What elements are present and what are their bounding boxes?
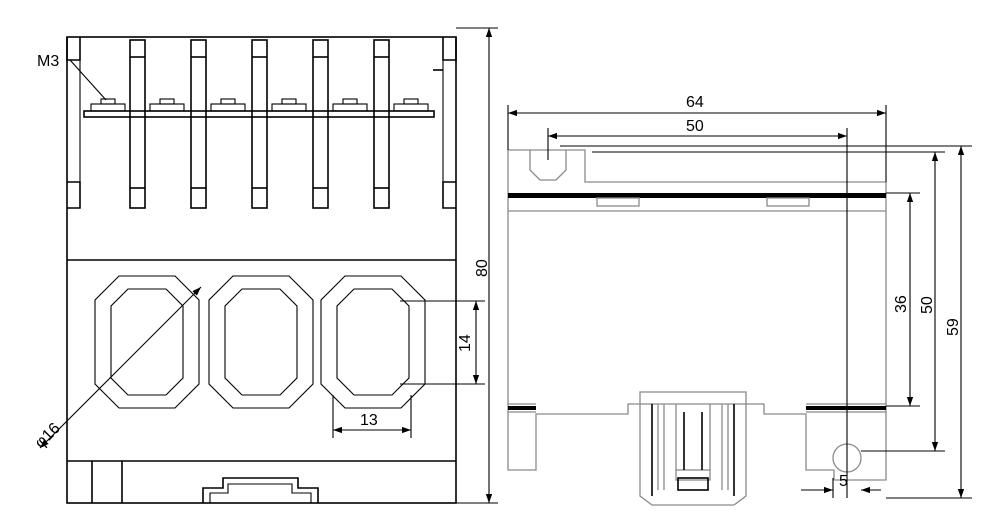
screw-icon — [393, 98, 429, 112]
overall-height-label: 80 — [474, 259, 491, 277]
front-body-outline — [66, 36, 457, 504]
side-overall-height-label: 59 — [945, 318, 962, 336]
terminal-fin — [251, 39, 268, 209]
window-height-label: 14 — [457, 334, 474, 352]
hole-spacing-label: 50 — [686, 118, 704, 135]
ct-window — [208, 275, 314, 409]
screw-icon — [332, 98, 368, 112]
side-body-outline — [507, 149, 887, 481]
side-view: 64 50 36 50 59 5 — [507, 94, 972, 506]
top-band — [508, 193, 886, 198]
diameter-dimension — [39, 286, 202, 449]
left-top-notch — [66, 37, 81, 61]
din-clip — [202, 477, 319, 503]
screw-icon — [90, 98, 126, 112]
screw-icon — [149, 98, 185, 112]
top-mount-notch — [529, 150, 567, 181]
ct-window — [320, 275, 426, 409]
terminal-strip — [83, 110, 435, 118]
m3-label: M3 — [37, 53, 59, 70]
side-din-clip — [639, 391, 747, 506]
screw-icon — [271, 98, 307, 112]
window-width-label: 13 — [360, 412, 378, 429]
left-mid-notch — [67, 181, 81, 209]
terminal-fin — [190, 39, 207, 209]
front-view: M3 φ16 13 14 — [32, 27, 498, 504]
hole-offset-label: 5 — [839, 473, 848, 490]
terminal-fin — [312, 39, 329, 209]
side-window-height-label: 36 — [893, 295, 910, 313]
terminal-fin — [373, 39, 390, 209]
overall-width-label: 64 — [686, 94, 704, 111]
diameter-label: φ16 — [32, 420, 64, 452]
mount-height-label: 50 — [919, 296, 936, 314]
terminal-fin — [129, 39, 146, 209]
m3-leader — [69, 59, 107, 101]
screw-icon — [210, 98, 246, 112]
ct-windows — [94, 275, 426, 409]
terminal-dividers — [129, 39, 390, 209]
ct-window — [94, 275, 200, 409]
terminal-screws — [90, 98, 429, 112]
